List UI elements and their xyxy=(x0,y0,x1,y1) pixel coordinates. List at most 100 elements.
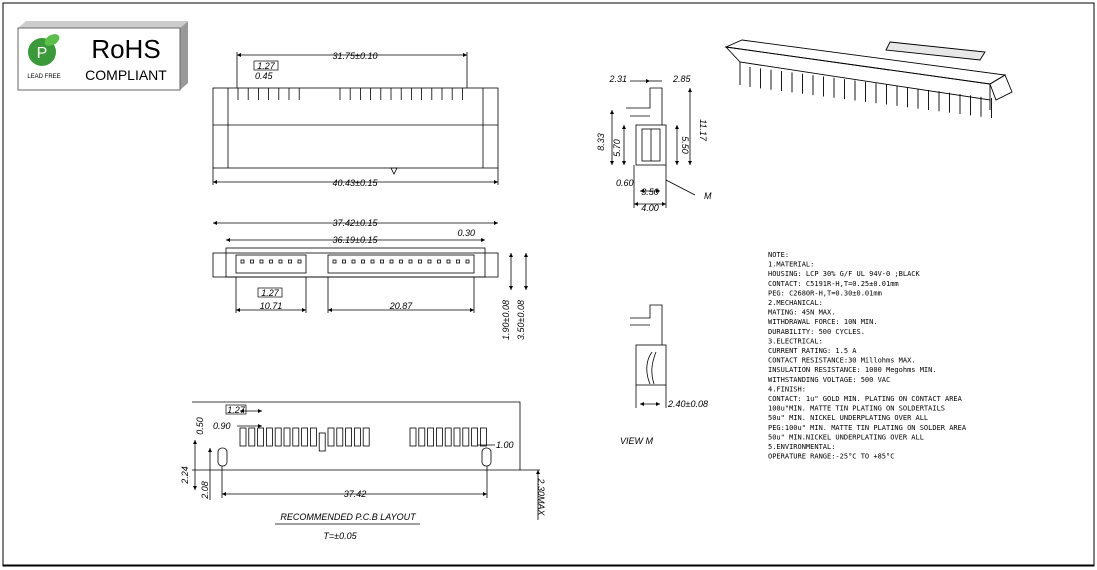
pcb-pad xyxy=(309,427,317,447)
pcb-pad-gap: 0.90 xyxy=(213,421,231,431)
note-line: WITHDRAWAL FORCE: 10N MIN. xyxy=(768,318,878,326)
front-height-a: 1.90±0.08 xyxy=(501,300,511,340)
front-pin xyxy=(240,259,245,264)
pcb-thickness: 2.30MAX xyxy=(536,477,546,516)
front-pin xyxy=(269,259,273,264)
pcb-pad xyxy=(444,427,452,447)
front-pin xyxy=(418,259,422,264)
top-pitch: 1.27 xyxy=(257,61,276,71)
pcb-pad xyxy=(265,427,273,447)
note-line: 1.MATERIAL: xyxy=(768,261,814,269)
side-height-inner: 5.70 xyxy=(612,139,622,157)
front-right-group: 20.87 xyxy=(389,301,414,311)
front-view xyxy=(212,221,528,313)
rohs-title: RoHS xyxy=(91,34,160,64)
pcb-pad xyxy=(345,427,353,447)
lead-free-logo: P LEAD FREE xyxy=(27,34,61,80)
front-pin xyxy=(297,259,302,264)
top-pin-width: 0.45 xyxy=(255,71,274,81)
pcb-pad xyxy=(479,427,487,447)
front-pin xyxy=(465,259,470,264)
front-pin xyxy=(278,259,283,264)
note-line: WITHSTANDING VOLTAGE: 500 VAC xyxy=(768,376,890,384)
side-total-width: 4.00 xyxy=(641,203,659,213)
side-m-label: M xyxy=(704,191,712,201)
front-pin xyxy=(437,259,441,264)
pcb-pad xyxy=(239,427,247,447)
pcb-pad xyxy=(435,427,443,447)
pcb-pad-height: 0.50 xyxy=(195,417,205,435)
side-inner-width: 3.50 xyxy=(641,187,659,197)
connector-isometric xyxy=(724,39,1013,119)
logo-caption: LEAD FREE xyxy=(27,74,60,80)
front-pin xyxy=(288,259,292,264)
note-line: 2.MECHANICAL: xyxy=(768,299,823,307)
top-overall: 40.43±0.15 xyxy=(333,178,379,188)
note-line: 100u"MIN. MATTE TIN PLATING ON SOLDERTAI… xyxy=(768,405,945,413)
pcb-pad xyxy=(362,427,370,447)
front-pin xyxy=(342,259,346,264)
pcb-span: 37.42 xyxy=(344,489,367,499)
front-pin xyxy=(427,259,432,264)
pcb-pad xyxy=(427,427,435,447)
rohs-badge: P LEAD FREE RoHS COMPLIANT xyxy=(17,21,188,91)
note-line: 5.ENVIRONMENTAL: xyxy=(768,443,835,451)
pcb-layout xyxy=(192,401,540,520)
view-m xyxy=(630,304,667,408)
front-pin xyxy=(370,259,375,264)
side-height-right: 11.17 xyxy=(698,119,708,142)
front-height-b: 3.50±0.08 xyxy=(516,300,526,340)
top-view xyxy=(212,52,499,185)
front-pin xyxy=(446,259,451,264)
side-height-total: 8.33 xyxy=(596,133,606,151)
front-pin xyxy=(250,259,254,264)
note-line: CURRENT RATING: 1.5 A xyxy=(768,347,857,355)
note-line: HOUSING: LCP 30% G/F UL 94V-0 ;BLACK xyxy=(768,270,921,278)
note-line: 3.ELECTRICAL: xyxy=(768,337,823,345)
pcb-pad xyxy=(418,427,426,447)
pcb-hole: 1.00 xyxy=(496,440,514,450)
pcb-tolerance: T=±0.05 xyxy=(323,531,357,541)
front-span-b: 36.19±0.15 xyxy=(333,235,379,245)
pcb-pitch: 1.27 xyxy=(227,405,246,415)
front-gap: 0.30 xyxy=(457,228,475,238)
side-offset: 0.60 xyxy=(616,178,634,188)
view-m-dim: 2.40±0.08 xyxy=(667,399,708,409)
pcb-caption: RECOMMENDED P.C.B LAYOUT xyxy=(280,512,417,522)
note-line: 4.FINISH: xyxy=(768,385,806,393)
note-line: DURABILITY: 500 CYCLES. xyxy=(768,328,865,336)
note-line: MATING: 45N MAX. xyxy=(768,309,835,317)
front-pin xyxy=(389,259,394,264)
pcb-pad xyxy=(471,427,479,447)
pcb-pad xyxy=(301,427,309,447)
pcb-pad xyxy=(274,427,282,447)
front-pitch: 1.27 xyxy=(261,288,280,298)
side-view xyxy=(610,79,696,208)
front-pin xyxy=(408,259,413,264)
note-line: 50u" MIN. NICKEL UNDERPLATING OVER ALL xyxy=(768,414,928,422)
pcb-pad xyxy=(327,427,335,447)
pcb-pad xyxy=(462,427,470,447)
pcb-pad xyxy=(409,427,417,447)
front-pin xyxy=(351,259,356,264)
front-span-a: 37.42±0.15 xyxy=(333,218,379,228)
front-pin xyxy=(399,259,403,264)
front-left-group: 10.71 xyxy=(260,301,283,311)
pcb-pad xyxy=(336,427,344,447)
pcb-pad xyxy=(318,432,326,452)
pcb-pad xyxy=(248,427,256,447)
rohs-subtitle: COMPLIANT xyxy=(85,67,167,83)
side-right: 2.85 xyxy=(672,74,692,84)
notes-block: NOTE:1.MATERIAL: HOUSING: LCP 30% G/F UL… xyxy=(768,251,967,461)
side-height-small: 5.50 xyxy=(680,136,690,154)
logo-letter: P xyxy=(37,45,48,62)
note-line: PEG: C2680R-H,T=0.30±0.01mm xyxy=(768,289,882,297)
front-pin xyxy=(361,259,365,264)
front-pin xyxy=(259,259,264,264)
top-span: 31.75±0.10 xyxy=(333,51,378,61)
pcb-h-b: 2.08 xyxy=(200,481,210,500)
pcb-pad xyxy=(283,427,291,447)
front-pin xyxy=(380,259,384,264)
